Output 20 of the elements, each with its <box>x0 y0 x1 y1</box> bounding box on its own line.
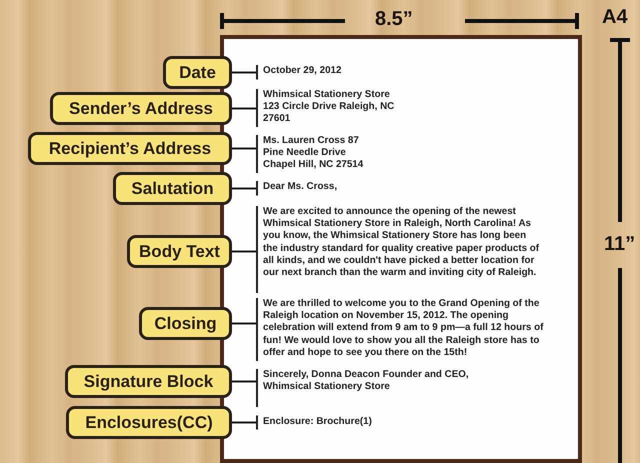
letter-text: Ms. Lauren Cross 87 Pine Needle Drive Chapel Hill, NC 27514 <box>256 135 378 173</box>
part-label: Salutation <box>113 172 232 205</box>
bracket-connector <box>232 414 258 430</box>
dimension-label: A4 <box>602 6 628 29</box>
part-label: Enclosures(CC) <box>66 406 232 439</box>
part-label: Signature Block <box>65 365 232 398</box>
part-label: Date <box>163 56 232 89</box>
letter-text: Whimsical Stationery Store 123 Circle Drive Raleigh, NC 27601 <box>256 89 404 127</box>
part-label: Closing <box>139 307 232 340</box>
letter-text: Sincerely, Donna Deacon Founder and CEO, Whimsical Stationery Store <box>256 369 471 407</box>
letter-text: Dear Ms. Cross, <box>256 181 406 194</box>
letter-text: Enclosure: Brochure(1) <box>256 416 456 429</box>
letter-text: October 29, 2012 <box>256 65 406 78</box>
letter-text: We are thrilled to welcome you to the Grand Opening of the Raleigh location on November 15, 2012. The opening celebration will extend from 9 am to 9 pm—a full 12 hours of fun! We would love to show you all the Raleigh store has to offer and hope to see you there on the 15th! <box>256 298 546 361</box>
dimension-label: 8.5” <box>375 8 413 31</box>
part-label: Body Text <box>127 235 232 268</box>
dimension-label: 11” <box>604 233 636 256</box>
part-label: Sender’s Address <box>50 92 232 125</box>
part-label: Recipient’s Address <box>28 132 232 165</box>
letter-text: We are excited to announce the opening of the newest Whimsical Stationery Store in Raleigh, North Carolina! As you know, the Whimsical Stationery Store has long been the industry standard for quality creative paper products of all kinds, and we couldn't have picked a better location for our next branch than the warm and inviting city of Raleigh. <box>256 206 541 293</box>
